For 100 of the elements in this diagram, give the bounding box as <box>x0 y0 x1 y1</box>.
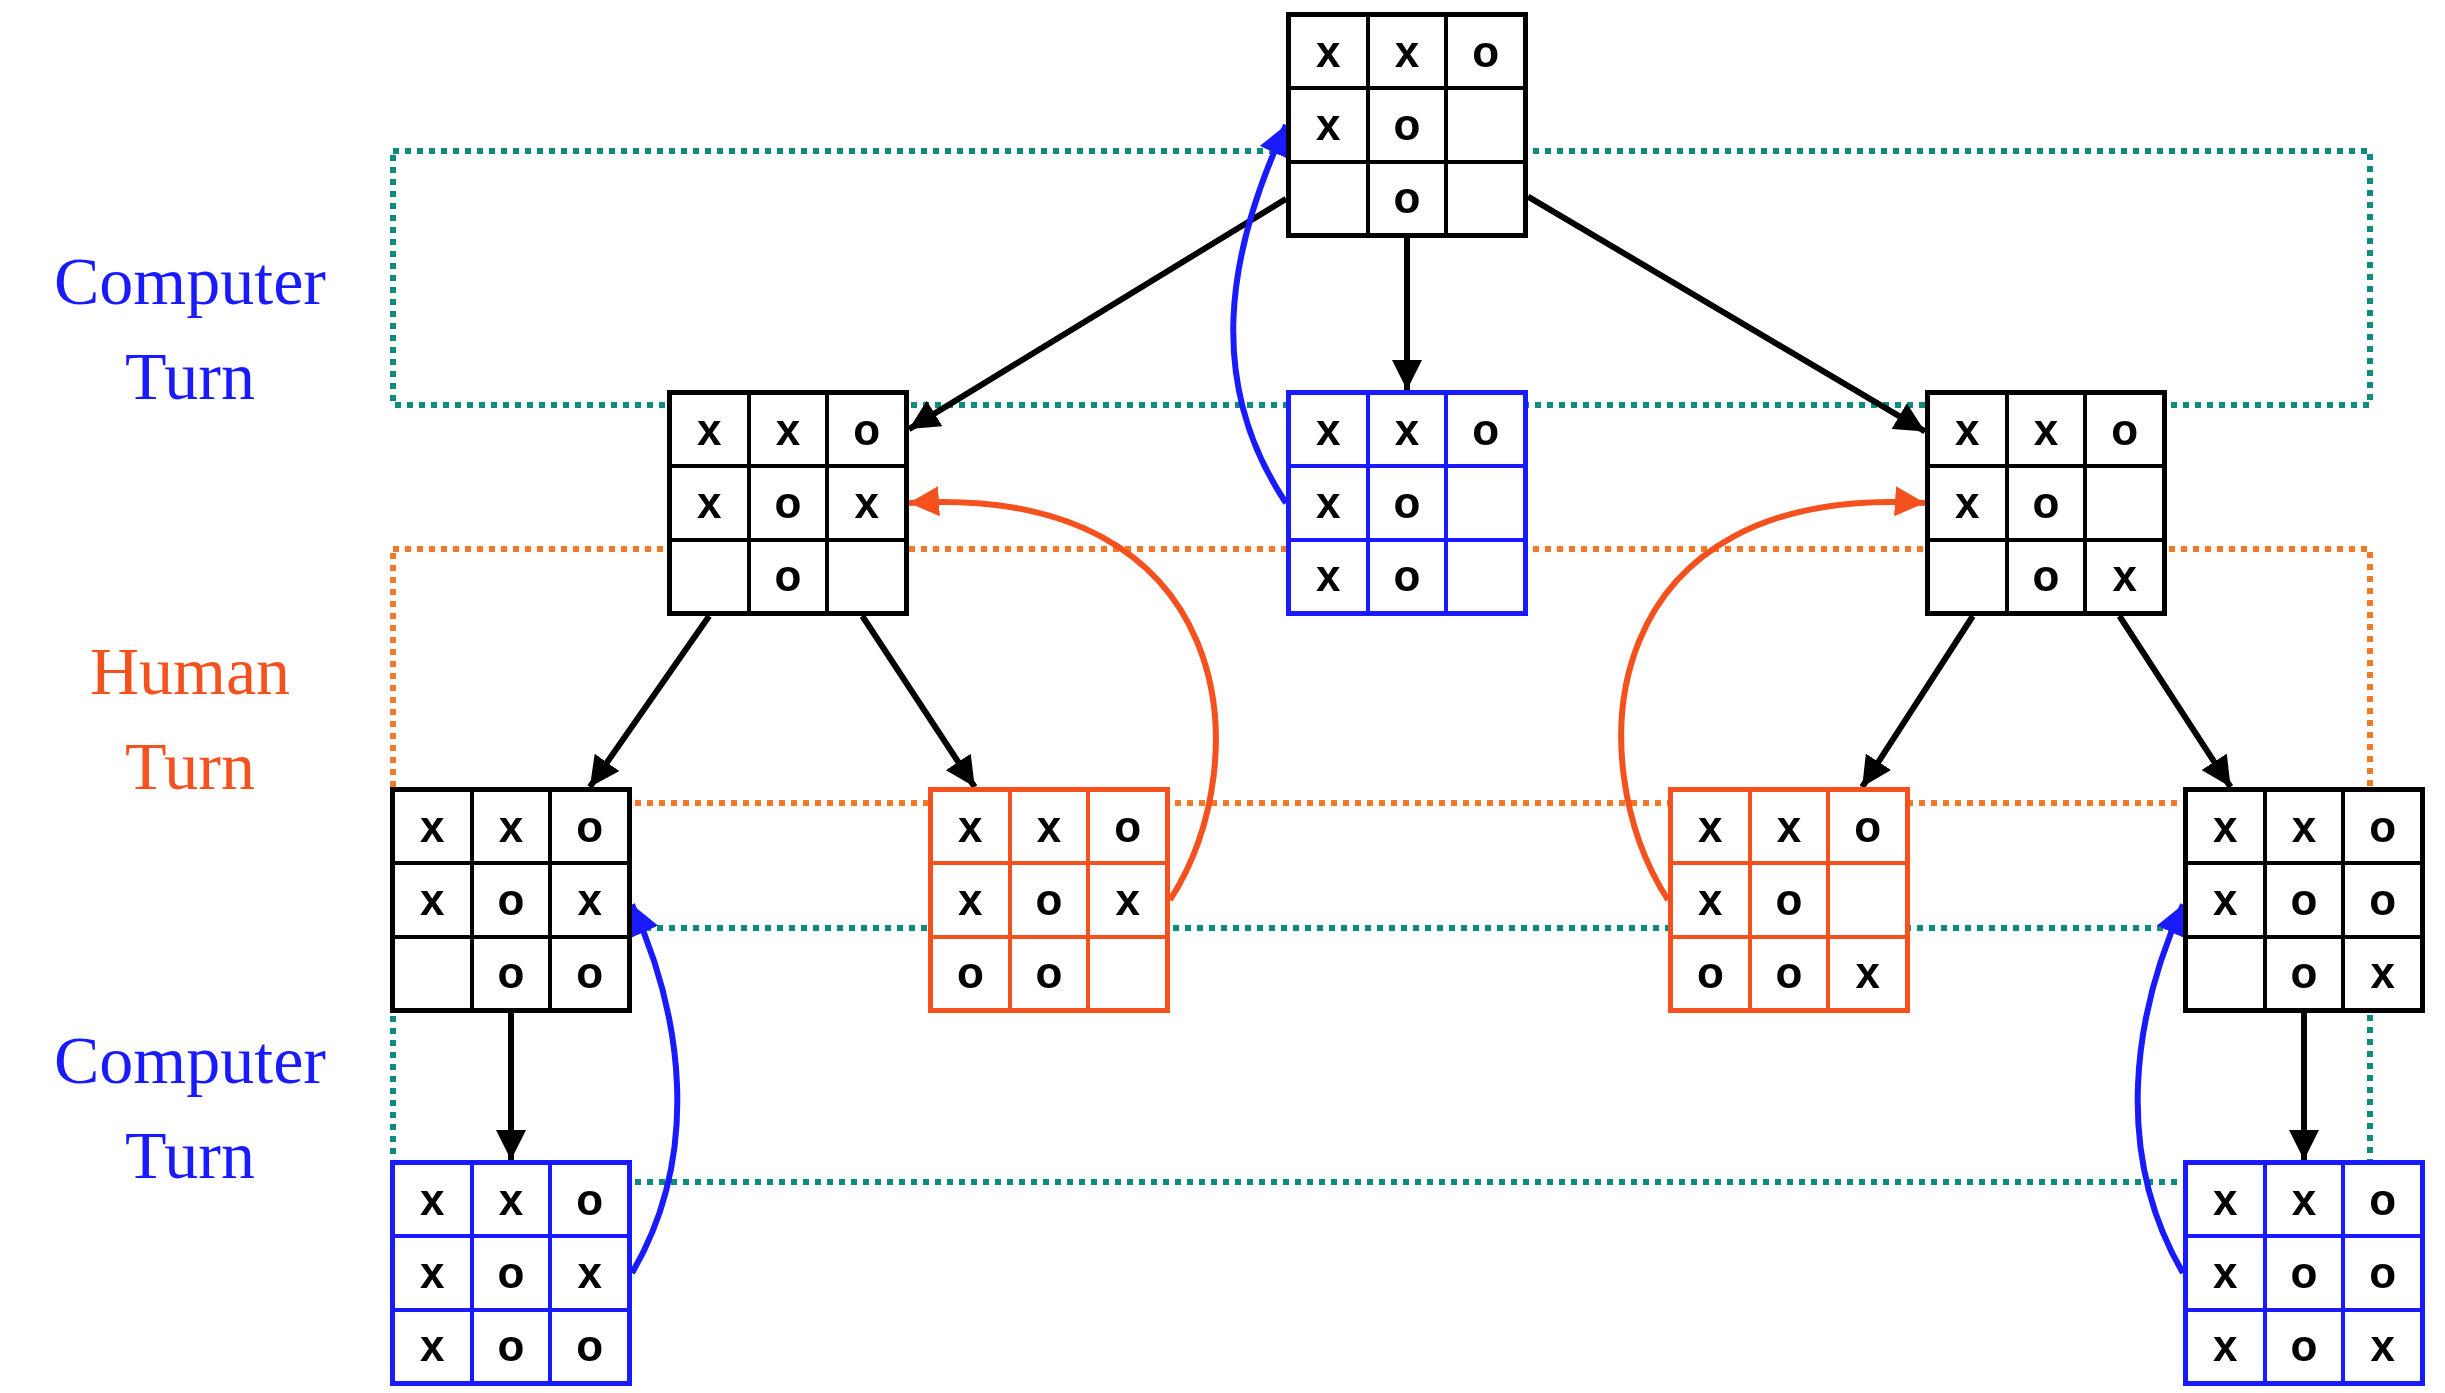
board-mark: x <box>1291 17 1366 87</box>
board-mark: o <box>473 865 549 935</box>
arrow <box>587 614 712 789</box>
board-mark: x <box>933 792 1008 862</box>
board-mark: x <box>1291 90 1366 160</box>
empty-cell <box>1448 90 1523 160</box>
board-mark: x <box>1369 17 1445 87</box>
board-mark: o <box>2345 865 2420 935</box>
board-mark: o <box>552 792 627 862</box>
tic-tac-toe-board <box>928 787 1170 1013</box>
board-mark: x <box>1090 865 1165 935</box>
turn-label: Computer Turn <box>53 242 327 417</box>
arrow <box>2289 1013 2319 1160</box>
board-mark: x <box>395 1238 470 1308</box>
board-mark: x <box>395 865 470 935</box>
board-mark: x <box>2188 865 2263 935</box>
board-mark: x <box>1291 468 1366 538</box>
board-mark: o <box>829 395 904 465</box>
arrow <box>2116 614 2234 789</box>
empty-cell <box>1090 938 1165 1008</box>
board-mark: x <box>1673 792 1748 862</box>
board-mark: o <box>1090 792 1165 862</box>
board-mark: x <box>1930 468 2005 538</box>
board-mark: x <box>1830 938 1905 1008</box>
board-mark: x <box>2008 395 2084 465</box>
tic-tac-toe-board <box>1925 390 2167 616</box>
arrow <box>1392 238 1422 390</box>
board-mark: x <box>2345 938 2420 1008</box>
board-mark: o <box>2008 541 2084 611</box>
board-mark: o <box>1369 90 1445 160</box>
board-mark: x <box>552 1238 627 1308</box>
board-mark: o <box>1011 865 1087 935</box>
arrow <box>859 614 978 789</box>
board-mark: o <box>750 541 826 611</box>
board-mark: x <box>1291 541 1366 611</box>
board-mark: o <box>2008 468 2084 538</box>
empty-cell <box>1448 468 1523 538</box>
arrow <box>907 196 1288 432</box>
empty-cell <box>2087 468 2162 538</box>
board-mark: o <box>552 1165 627 1235</box>
board-mark: o <box>473 938 549 1008</box>
empty-cell <box>1448 163 1523 233</box>
board-mark: o <box>2266 938 2342 1008</box>
board-mark: o <box>2345 1238 2420 1308</box>
board-mark: x <box>933 865 1008 935</box>
empty-cell <box>829 541 904 611</box>
board-mark: x <box>1930 395 2005 465</box>
board-mark: o <box>1369 468 1445 538</box>
board-mark: o <box>473 1311 549 1381</box>
board-mark: x <box>2188 1311 2263 1381</box>
board-mark: o <box>1751 938 1827 1008</box>
arrow <box>1859 614 1976 789</box>
board-mark: x <box>750 395 826 465</box>
board-mark: x <box>395 1165 470 1235</box>
arrow <box>496 1013 526 1160</box>
board-mark: x <box>1011 792 1087 862</box>
arrow <box>1526 194 1927 434</box>
empty-cell <box>1930 541 2005 611</box>
board-mark: x <box>829 468 904 538</box>
turn-label: Human Turn <box>88 632 292 807</box>
board-mark: x <box>2188 792 2263 862</box>
board-mark: o <box>1448 395 1523 465</box>
turn-label: Computer Turn <box>53 1021 327 1196</box>
board-mark: x <box>473 1165 549 1235</box>
empty-cell <box>1830 865 1905 935</box>
board-mark: o <box>2345 792 2420 862</box>
board-mark: o <box>2087 395 2162 465</box>
board-mark: o <box>2266 1311 2342 1381</box>
empty-cell <box>672 541 747 611</box>
tic-tac-toe-board <box>390 787 632 1013</box>
board-mark: x <box>1673 865 1748 935</box>
board-mark: o <box>2266 865 2342 935</box>
empty-cell <box>1448 541 1523 611</box>
board-mark: o <box>933 938 1008 1008</box>
board-mark: x <box>395 792 470 862</box>
board-mark: o <box>750 468 826 538</box>
board-mark: x <box>672 395 747 465</box>
board-mark: x <box>1291 395 1366 465</box>
tic-tac-toe-board <box>390 1160 632 1386</box>
tic-tac-toe-board <box>2183 1160 2425 1386</box>
board-mark: o <box>1369 163 1445 233</box>
board-mark: x <box>1369 395 1445 465</box>
board-mark: x <box>2266 792 2342 862</box>
board-mark: x <box>1751 792 1827 862</box>
board-mark: x <box>2266 1165 2342 1235</box>
board-mark: x <box>2188 1238 2263 1308</box>
board-mark: x <box>395 1311 470 1381</box>
board-mark: x <box>2188 1165 2263 1235</box>
board-mark: o <box>552 938 627 1008</box>
board-mark: o <box>473 1238 549 1308</box>
board-mark: o <box>1830 792 1905 862</box>
board-mark: o <box>1369 541 1445 611</box>
board-mark: o <box>1751 865 1827 935</box>
tic-tac-toe-board <box>1286 12 1528 238</box>
board-mark: x <box>473 792 549 862</box>
board-mark: x <box>2345 1311 2420 1381</box>
board-mark: o <box>2345 1165 2420 1235</box>
curved-arrow <box>908 488 1219 902</box>
empty-cell <box>1291 163 1366 233</box>
board-mark: x <box>672 468 747 538</box>
